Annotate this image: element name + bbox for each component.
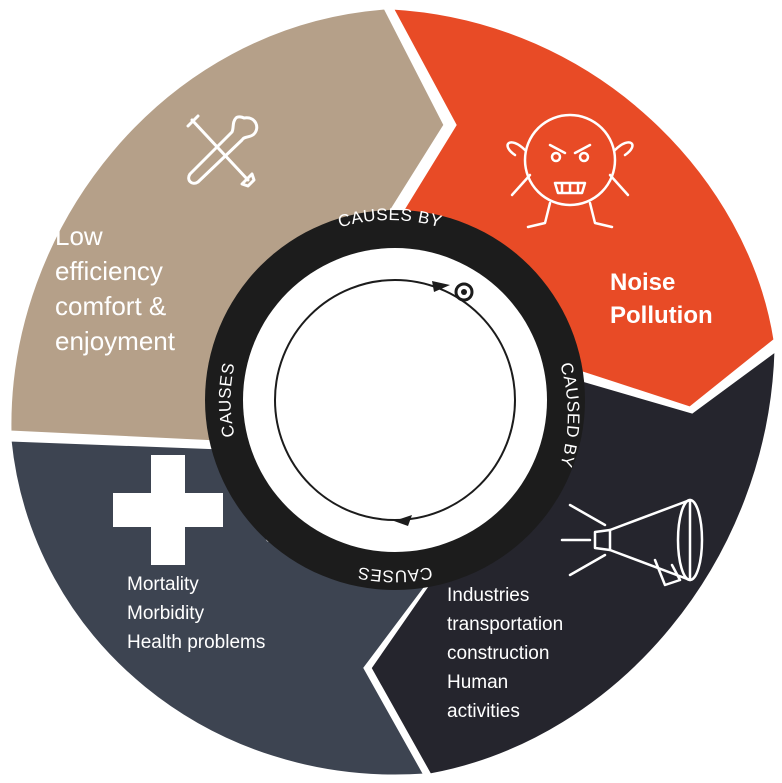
arrow-bottom-icon xyxy=(394,515,412,526)
ring-inner xyxy=(243,248,547,552)
health-line-3: Health problems xyxy=(127,632,265,653)
angry-face-icon xyxy=(506,113,634,229)
tools-icon xyxy=(186,114,259,188)
low-efficiency-line-2: efficiency xyxy=(55,256,163,286)
ring-label-left: CAUSES xyxy=(215,361,238,439)
low-efficiency-line-1: Low xyxy=(55,221,103,251)
cycle-circle xyxy=(274,279,516,521)
health-line-1: Mortality xyxy=(127,574,199,595)
ring-label-bottom: CAUSES xyxy=(356,563,434,586)
medical-cross-icon xyxy=(113,455,223,565)
low-efficiency-line-4: enjoyment xyxy=(55,326,176,356)
industries-line-2: transportation xyxy=(447,614,563,635)
industries-line-5: activities xyxy=(447,701,520,722)
industries-line-4: Human xyxy=(447,672,508,693)
low-efficiency-line-3: comfort & xyxy=(55,291,166,321)
segment-industries: Industries transportation construction H… xyxy=(368,346,778,777)
segment-health: Mortality Morbidity Health problems xyxy=(8,438,444,778)
industries-line-3: construction xyxy=(447,643,549,664)
segment-noise-pollution: Noise Pollution xyxy=(385,6,777,410)
center-ring: CAUSES BY CAUSED BY CAUSES CAUSES xyxy=(205,205,585,590)
noise-pollution-line-2: Pollution xyxy=(610,302,713,329)
segment-low-efficiency: Low efficiency comfort & enjoyment xyxy=(8,6,447,444)
health-line-2: Morbidity xyxy=(127,603,205,624)
industries-line-1: Industries xyxy=(447,585,529,606)
arrow-top-icon xyxy=(432,281,450,292)
megaphone-icon xyxy=(560,498,704,587)
start-marker-icon xyxy=(454,282,474,302)
segment-noise-pollution-shape xyxy=(385,6,777,410)
noise-pollution-line-1: Noise xyxy=(610,269,675,296)
segment-industries-shape xyxy=(368,346,778,777)
segment-low-efficiency-shape xyxy=(8,6,447,444)
